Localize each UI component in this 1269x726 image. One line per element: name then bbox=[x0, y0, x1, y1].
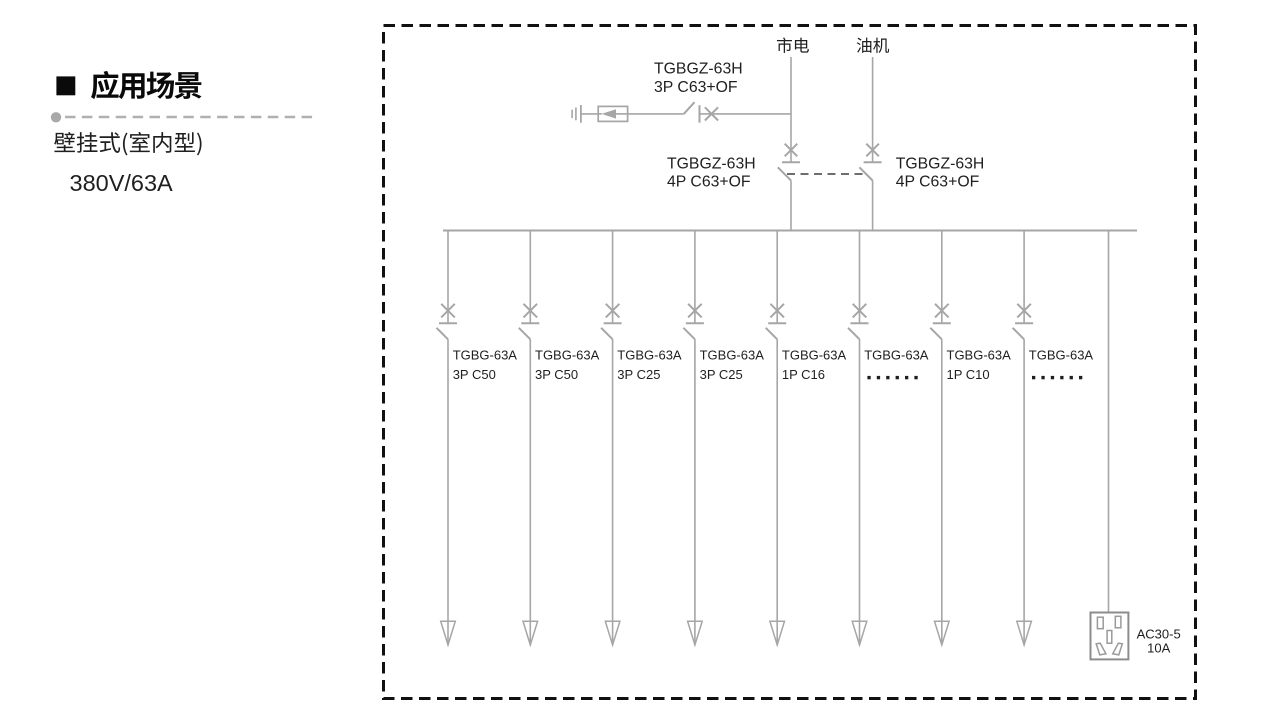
svg-text:TGBGZ-63H: TGBGZ-63H bbox=[896, 156, 985, 173]
svg-text:TGBG-63A: TGBG-63A bbox=[700, 348, 765, 363]
svg-text:3P C50: 3P C50 bbox=[453, 367, 496, 382]
svg-text:AC30-5: AC30-5 bbox=[1137, 627, 1181, 642]
svg-text:3P C25: 3P C25 bbox=[617, 367, 660, 382]
svg-text:380V/63A: 380V/63A bbox=[70, 170, 174, 196]
svg-text:TGBG-63A: TGBG-63A bbox=[782, 348, 847, 363]
svg-text:TGBG-63A: TGBG-63A bbox=[1029, 348, 1094, 363]
svg-text:TGBG-63A: TGBG-63A bbox=[617, 348, 682, 363]
svg-text:3P C25: 3P C25 bbox=[700, 367, 743, 382]
svg-text:1P C10: 1P C10 bbox=[947, 367, 990, 382]
svg-text:10A: 10A bbox=[1147, 641, 1170, 656]
svg-text:TGBG-63A: TGBG-63A bbox=[535, 348, 600, 363]
svg-text:TGBG-63A: TGBG-63A bbox=[947, 348, 1012, 363]
svg-text:1P C16: 1P C16 bbox=[782, 367, 825, 382]
svg-text:TGBGZ-63H: TGBGZ-63H bbox=[667, 156, 756, 173]
svg-text:TGBG-63A: TGBG-63A bbox=[453, 348, 518, 363]
svg-text:TGBG-63A: TGBG-63A bbox=[864, 348, 929, 363]
svg-text:3P C63+OF: 3P C63+OF bbox=[654, 79, 738, 96]
svg-text:4P C63+OF: 4P C63+OF bbox=[667, 174, 751, 191]
svg-text:TGBGZ-63H: TGBGZ-63H bbox=[654, 61, 743, 78]
svg-text:4P C63+OF: 4P C63+OF bbox=[896, 174, 980, 191]
svg-text:3P C50: 3P C50 bbox=[535, 367, 578, 382]
